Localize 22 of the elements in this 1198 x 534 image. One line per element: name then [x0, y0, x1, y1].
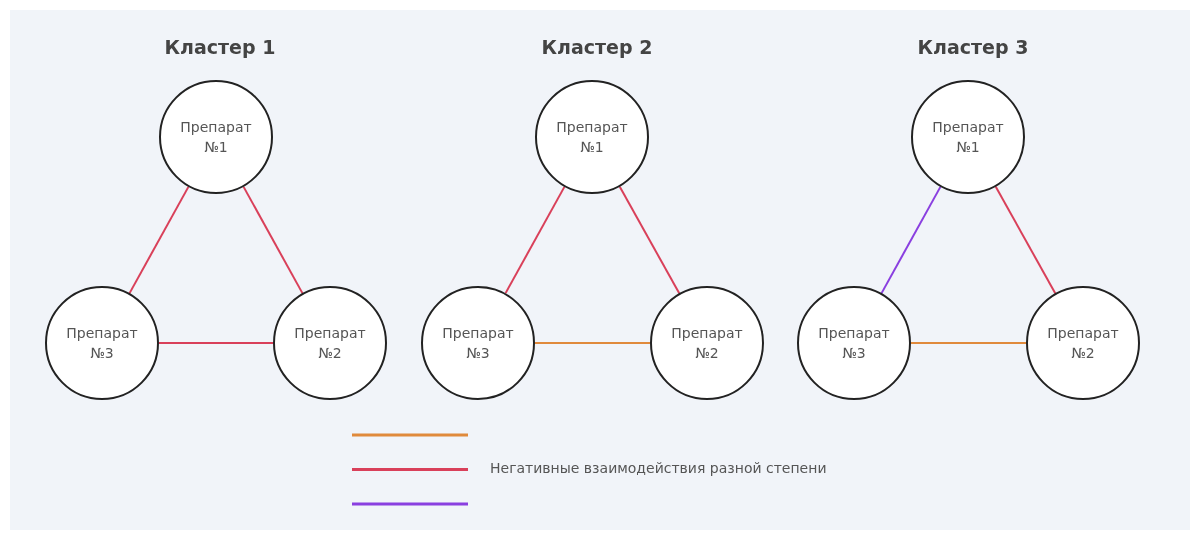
drug-label: Препарат №1: [555, 117, 629, 157]
connector-line: [994, 185, 1057, 295]
cluster-title: Кластер 1: [164, 36, 276, 58]
drug-label: Препарат №3: [817, 323, 891, 363]
connector-line: [128, 185, 190, 295]
cluster-title: Кластер 3: [917, 36, 1029, 58]
connector-line: [618, 185, 681, 295]
drug-label: Препарат №2: [293, 323, 367, 363]
connector-line: [158, 342, 274, 344]
drug-label: Препарат №2: [1046, 323, 1120, 363]
connector-line: [534, 342, 651, 344]
cluster-title: Кластер 2: [541, 36, 653, 58]
drug-label: Препарат №1: [931, 117, 1005, 157]
connector-line: [880, 185, 942, 295]
legend-text: Негативные взаимодействия разной степени: [490, 460, 827, 476]
connector-line: [910, 342, 1027, 344]
drug-label: Препарат №3: [441, 323, 515, 363]
connector-line: [242, 185, 304, 295]
connector-line: [504, 185, 566, 295]
drug-label: Препарат №3: [65, 323, 139, 363]
drug-label: Препарат №1: [179, 117, 253, 157]
drug-label: Препарат №2: [670, 323, 744, 363]
